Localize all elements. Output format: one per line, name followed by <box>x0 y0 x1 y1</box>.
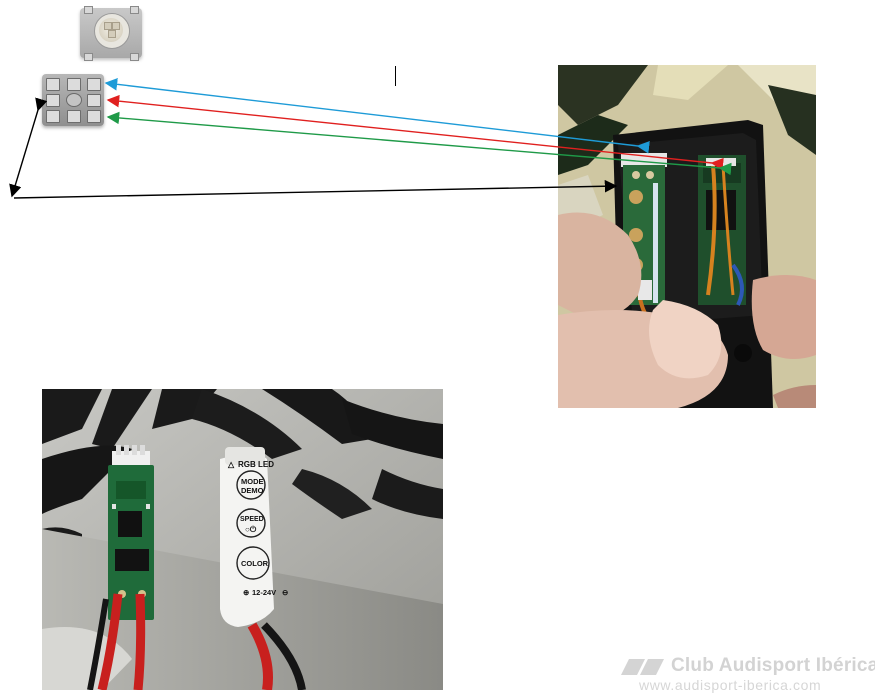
mode-button[interactable] <box>236 470 266 500</box>
led-center-pad <box>66 93 82 107</box>
led-pad <box>67 78 81 91</box>
controller-warning-icon: △ <box>227 460 235 469</box>
led-pad <box>67 110 81 123</box>
photo-opened-controller <box>558 65 816 408</box>
arrow-black-diagonal <box>9 97 48 198</box>
controller-header-label: RGB LED <box>238 460 274 469</box>
led-die <box>108 30 116 38</box>
led-pad <box>46 78 60 91</box>
watermark-url: www.audisport-iberica.com <box>639 677 822 693</box>
led-pin <box>84 53 93 61</box>
voltage-minus-icon: ⊖ <box>282 588 289 597</box>
led-pin <box>130 6 139 14</box>
voltage-label: 12-24V <box>252 588 276 597</box>
led-pad <box>46 110 60 123</box>
led-5050-bottom-view <box>42 74 104 126</box>
arrow-black-horizontal <box>13 179 618 199</box>
color-button[interactable] <box>236 546 270 580</box>
watermark-brand: Club Audisport Ibérica <box>671 655 875 676</box>
led-5050-top-view <box>80 6 142 61</box>
led-pin <box>84 6 93 14</box>
watermark: Club Audisport Ibérica www.audisport-ibe… <box>621 655 875 695</box>
speed-button[interactable] <box>236 508 266 538</box>
mode-button-label-2: DEMO <box>241 486 264 495</box>
photo-rgb-controller-drawing: △ RGB LED MODE DEMO SPEED ○⏻ COLOR ⊕ 12-… <box>42 389 443 690</box>
led-die <box>112 22 120 30</box>
text-cursor <box>395 66 396 86</box>
led-pad <box>46 94 60 107</box>
color-button-label: COLOR <box>241 559 269 568</box>
photo-rgb-controller: △ RGB LED MODE DEMO SPEED ○⏻ COLOR ⊕ 12-… <box>42 389 443 690</box>
speed-button-label: SPEED <box>240 516 264 523</box>
mode-button-label-1: MODE <box>241 477 264 486</box>
led-pad <box>87 94 101 107</box>
led-die <box>104 22 112 30</box>
photo-opened-controller-drawing <box>558 65 816 408</box>
led-pad <box>87 78 101 91</box>
led-pad <box>87 110 101 123</box>
led-pin <box>130 53 139 61</box>
power-icon: ○⏻ <box>245 525 257 534</box>
voltage-plus-icon: ⊕ <box>243 588 250 597</box>
club-logo-icon <box>621 659 664 675</box>
